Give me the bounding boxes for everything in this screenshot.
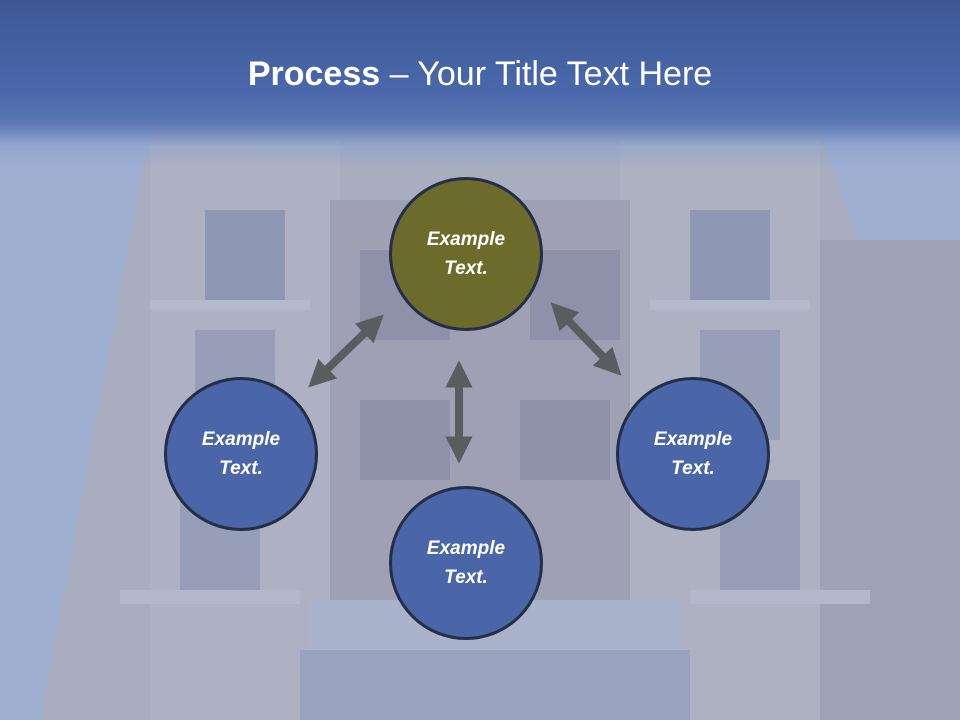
title-bold-word: Process: [247, 55, 381, 93]
node-bottom-label: Example Text.: [426, 538, 506, 588]
process-node-left[interactable]: Example Text.: [164, 377, 318, 531]
node-top-label: Example Text.: [426, 229, 506, 279]
arrow-top-right: [550, 302, 622, 376]
process-node-top[interactable]: Example Text.: [389, 177, 543, 331]
process-node-right[interactable]: Example Text.: [616, 377, 770, 531]
slide-title: Process – Your Title Text Here: [0, 52, 960, 96]
process-node-bottom[interactable]: Example Text.: [389, 486, 543, 640]
title-band: [0, 0, 960, 170]
arrow-top-left: [308, 314, 384, 388]
node-right-label: Example Text.: [653, 429, 733, 479]
node-left-label: Example Text.: [201, 429, 281, 479]
title-rest: – Your Title Text Here: [380, 55, 713, 93]
